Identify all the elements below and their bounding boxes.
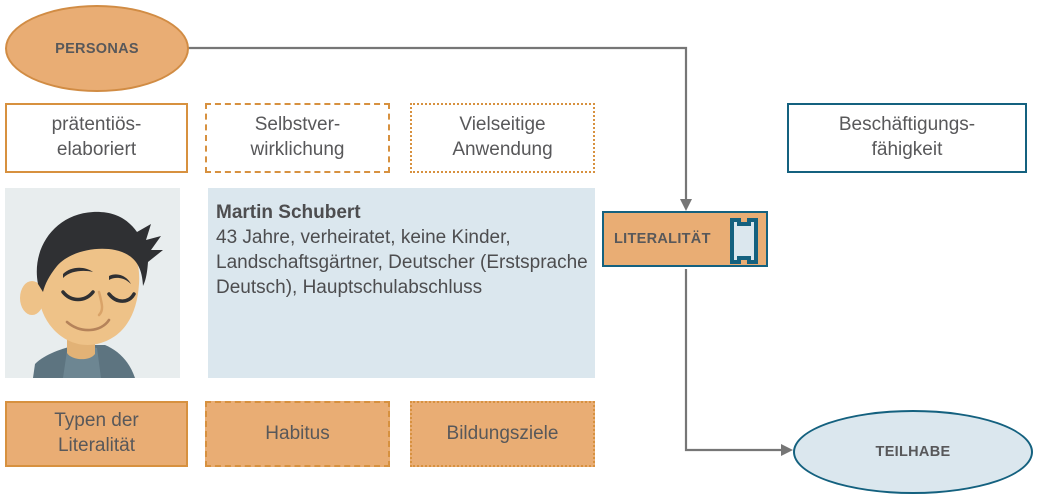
employability-label: Beschäftigungs-fähigkeit (838, 114, 976, 160)
book-icon (730, 218, 758, 264)
attribute-box-habitus[interactable]: Habitus (205, 401, 390, 467)
literalitaet-node[interactable]: LITERALITÄT (602, 211, 768, 267)
arrowhead-literalitaet (680, 199, 692, 211)
personas-node[interactable]: PERSONAS (5, 5, 189, 92)
persona-avatar (5, 188, 180, 378)
attribute-box-praetentioes-elaboriert[interactable]: prätentiös-elaboriert (5, 103, 188, 173)
attribute-label: Bildungsziele (446, 422, 559, 444)
teilhabe-node[interactable]: TEILHABE (793, 410, 1033, 494)
attribute-label: Habitus (265, 422, 330, 444)
persona-name: Martin Schubert (216, 202, 361, 223)
literalitaet-label: LITERALITÄT (614, 231, 711, 247)
avatar-illustration-icon (5, 188, 180, 378)
attribute-label: Selbstver-wirklichung (250, 114, 345, 160)
employability-box[interactable]: Beschäftigungs-fähigkeit (787, 103, 1027, 173)
persona-description: 43 Jahre, verheiratet, keine Kinder, Lan… (216, 227, 588, 299)
arrowhead-teilhabe (781, 444, 793, 456)
persona-description-card: Martin Schubert 43 Jahre, verheiratet, k… (208, 188, 595, 378)
personas-label: PERSONAS (55, 40, 139, 57)
connector-literalitaet-to-teilhabe (684, 269, 782, 452)
teilhabe-label: TEILHABE (875, 444, 951, 460)
attribute-label: prätentiös-elaboriert (51, 114, 142, 160)
attribute-box-selbstverwirklichung[interactable]: Selbstver-wirklichung (205, 103, 390, 173)
attribute-box-bildungsziele[interactable]: Bildungsziele (410, 401, 595, 467)
